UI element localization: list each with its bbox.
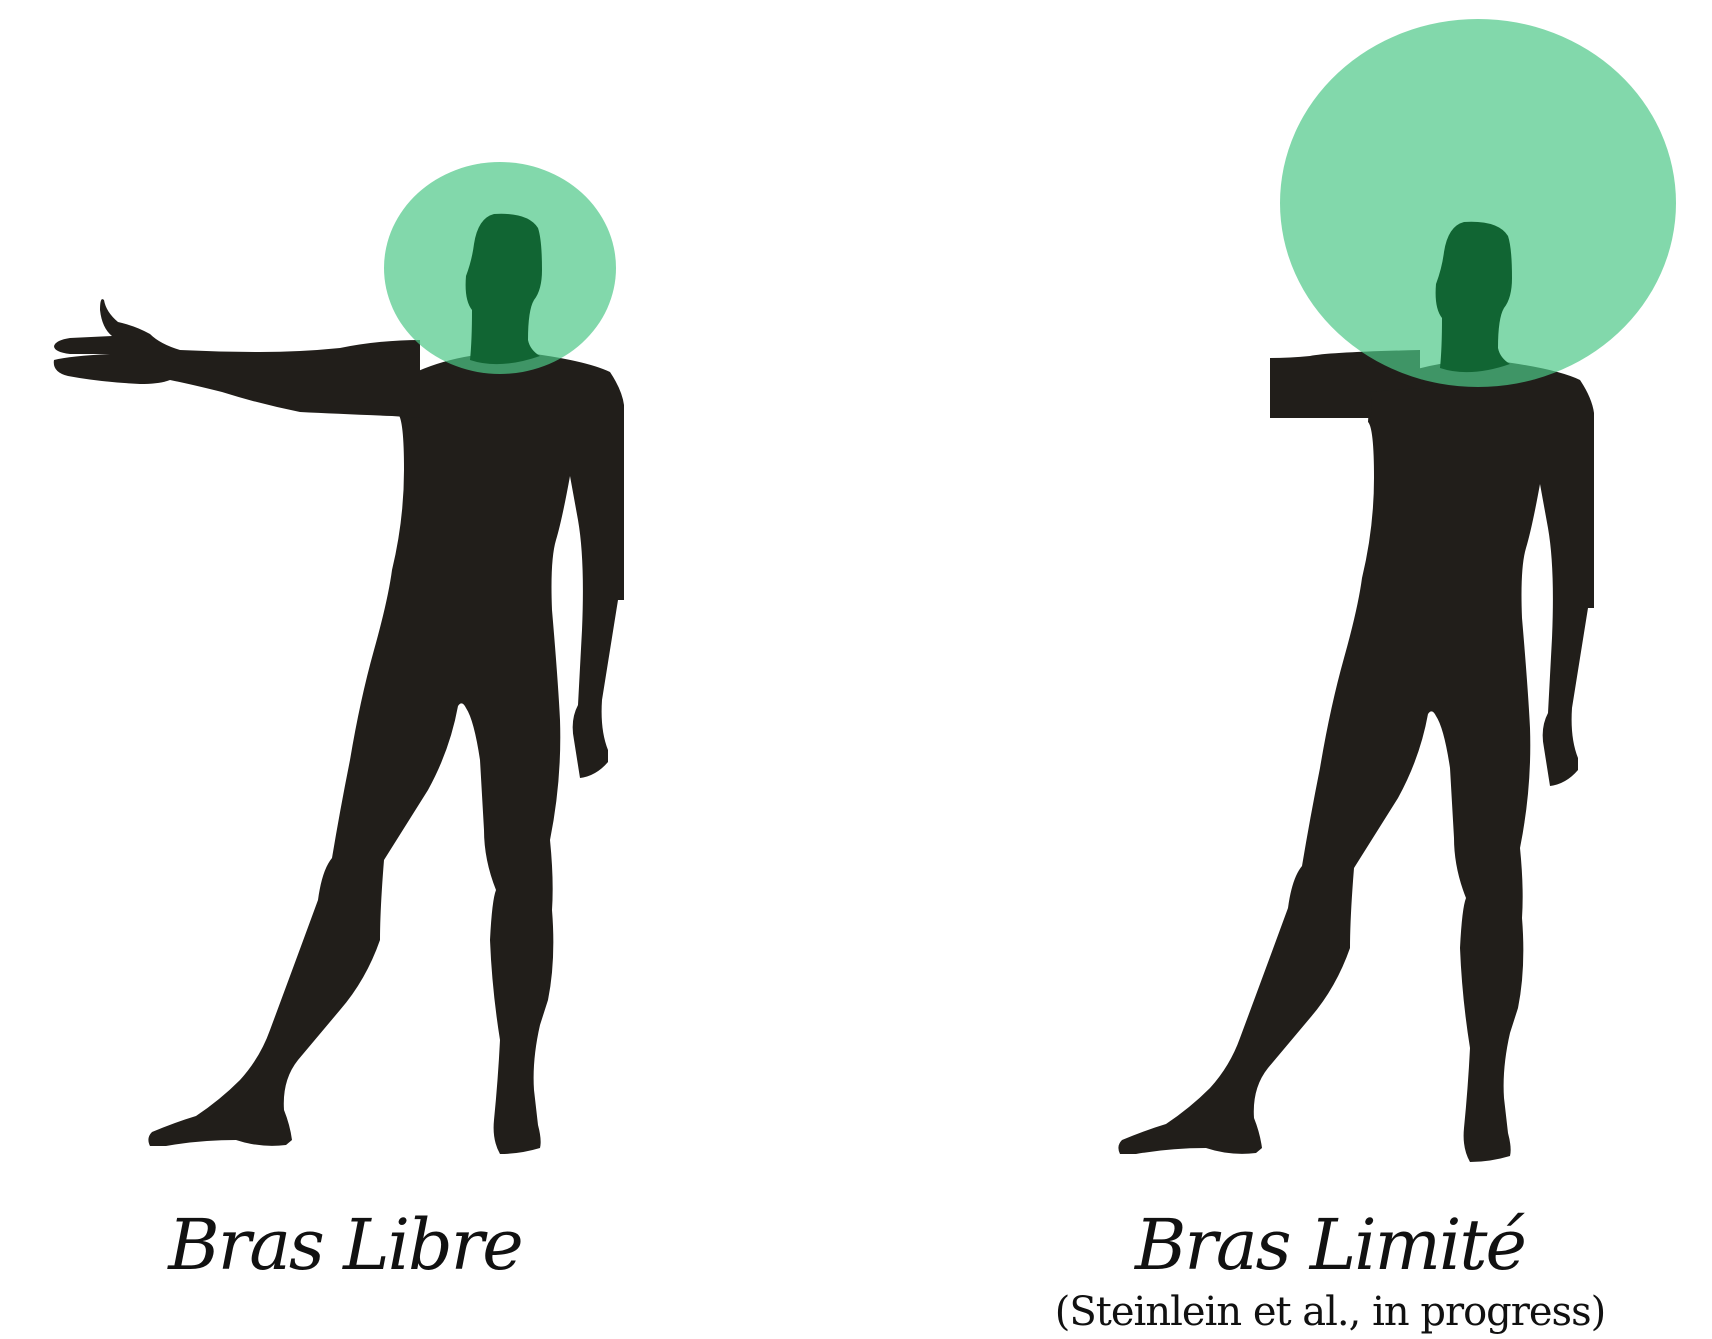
caption-title: Bras Libre xyxy=(150,1210,540,1280)
extended-arm xyxy=(54,299,420,418)
figure-bras-limite xyxy=(1118,350,1594,1162)
caption-bras-libre: Bras Libre xyxy=(150,1210,540,1280)
caption-citation: (Steinlein et al., in progress) xyxy=(1020,1292,1640,1332)
figure-bras-libre xyxy=(54,162,624,1154)
caption-bras-limite: Bras Limité (Steinlein et al., in progre… xyxy=(1020,1210,1640,1332)
silhouette-bras-limite xyxy=(1118,350,1594,1162)
caption-title: Bras Limité xyxy=(1020,1210,1640,1280)
silhouette-bras-libre xyxy=(54,299,624,1154)
